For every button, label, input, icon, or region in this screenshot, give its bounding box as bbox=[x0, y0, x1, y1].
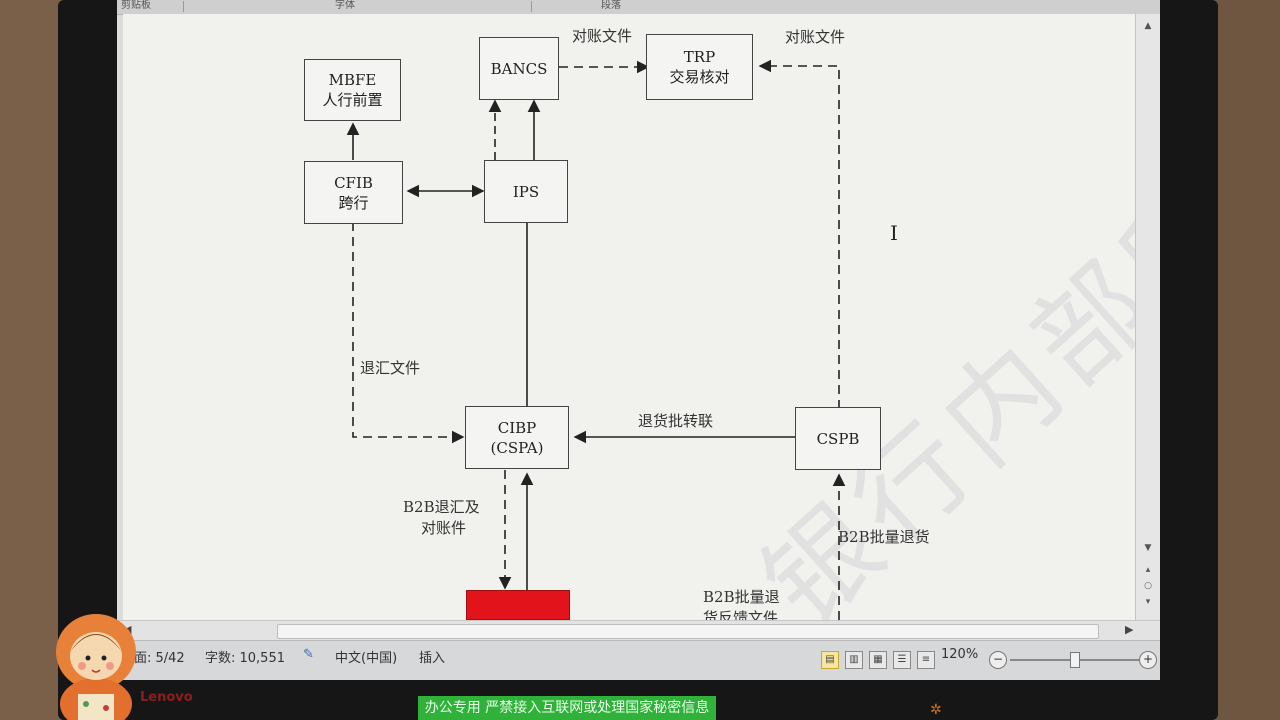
draft-view-icon[interactable]: ≡ bbox=[917, 651, 935, 669]
zoom-plus-icon[interactable]: + bbox=[1139, 651, 1157, 669]
vertical-scrollbar[interactable]: ▲ ▼ ▴ ○ ▾ bbox=[1135, 14, 1160, 620]
label-b2b-batch-feedback-2: 货反馈文件 bbox=[703, 609, 779, 620]
status-insert-mode[interactable]: 插入 bbox=[419, 651, 446, 666]
scroll-up-icon[interactable]: ▲ bbox=[1144, 21, 1152, 31]
web-layout-view-icon[interactable]: ▦ bbox=[869, 651, 887, 669]
background-wall-right bbox=[1210, 0, 1280, 720]
outline-view-icon[interactable]: ☰ bbox=[893, 651, 911, 669]
arrow-cfib-to-cibp bbox=[352, 222, 465, 444]
word-window: 剪贴板 字体 段落 银行内部所有 bbox=[117, 0, 1160, 680]
box-cibp-title: CIBP bbox=[497, 418, 537, 437]
monitor-brand-logo: Lenovo bbox=[140, 690, 193, 705]
box-cibp-subtitle: (CSPA) bbox=[490, 438, 544, 457]
next-page-icon[interactable]: ▾ bbox=[1145, 597, 1151, 607]
horizontal-scroll-thumb[interactable] bbox=[277, 624, 1099, 639]
status-bar: 页面: 5/42 字数: 10,551 ✎ 中文(中国) 插入 ▤ ▥ ▦ ☰ … bbox=[117, 640, 1160, 680]
box-cfib[interactable]: CFIB 跨行 bbox=[304, 161, 403, 224]
full-screen-view-icon[interactable]: ▥ bbox=[845, 651, 863, 669]
ribbon-separator bbox=[531, 1, 532, 12]
power-button-icon[interactable]: ✲ bbox=[930, 702, 942, 718]
zoom-level[interactable]: 120% bbox=[941, 647, 979, 662]
box-mbfe[interactable]: MBFE 人行前置 bbox=[304, 59, 401, 121]
prev-page-icon[interactable]: ▴ bbox=[1145, 565, 1151, 575]
ribbon-paragraph-label: 段落 bbox=[601, 0, 621, 11]
label-reconcile-right: 对账文件 bbox=[785, 28, 846, 46]
status-page[interactable]: 页面: 5/42 bbox=[121, 651, 185, 666]
ribbon-separator bbox=[183, 1, 184, 12]
status-language[interactable]: 中文(中国) bbox=[335, 651, 398, 666]
label-b2b-refund-recon-1: B2B退汇及 bbox=[403, 498, 480, 516]
print-layout-view-icon[interactable]: ▤ bbox=[821, 651, 839, 669]
horizontal-scrollbar[interactable]: ◀ ▶ bbox=[117, 620, 1160, 641]
background-wall-left bbox=[0, 0, 62, 720]
scroll-right-icon[interactable]: ▶ bbox=[1125, 623, 1134, 636]
spellcheck-icon[interactable]: ✎ bbox=[303, 647, 314, 662]
box-cfib-subtitle: 跨行 bbox=[338, 193, 369, 212]
ribbon-clipboard-label: 剪贴板 bbox=[121, 0, 151, 11]
label-b2b-batch-feedback-1: B2B批量退 bbox=[703, 588, 780, 606]
text-cursor-icon: I bbox=[890, 221, 898, 245]
flow-diagram-connectors bbox=[346, 59, 846, 620]
box-ips-title: IPS bbox=[512, 182, 540, 201]
security-warning-label: 办公专用 严禁接入互联网或处理国家秘密信息 bbox=[418, 696, 716, 720]
box-cibp[interactable]: CIBP (CSPA) bbox=[465, 406, 569, 469]
red-box-partial[interactable] bbox=[466, 590, 570, 620]
zoom-slider-thumb[interactable] bbox=[1070, 652, 1080, 668]
matryoshka-doll-decoration bbox=[56, 614, 136, 720]
ribbon-font-label: 字体 bbox=[335, 0, 355, 11]
box-mbfe-subtitle: 人行前置 bbox=[322, 91, 383, 109]
arrow-cspb-to-trp bbox=[758, 59, 840, 409]
scroll-down-icon[interactable]: ▼ bbox=[1144, 543, 1152, 553]
box-bancs[interactable]: BANCS bbox=[479, 37, 559, 100]
label-reconcile-left: 对账文件 bbox=[572, 27, 633, 45]
box-mbfe-title: MBFE bbox=[328, 71, 377, 89]
status-word-count[interactable]: 字数: 10,551 bbox=[205, 651, 285, 666]
box-ips[interactable]: IPS bbox=[484, 160, 568, 223]
zoom-minus-icon[interactable]: − bbox=[989, 651, 1007, 669]
box-trp-title: TRP bbox=[683, 48, 716, 66]
box-cspb-title: CSPB bbox=[816, 429, 860, 448]
label-b2b-refund-recon-2: 对账件 bbox=[421, 519, 467, 537]
label-return-transfer: 退货批转联 bbox=[638, 412, 714, 430]
label-b2b-batch-return: B2B批量退货 bbox=[838, 528, 930, 546]
browse-object-icon[interactable]: ○ bbox=[1144, 581, 1152, 591]
box-bancs-title: BANCS bbox=[490, 59, 548, 78]
box-trp[interactable]: TRP 交易核对 bbox=[646, 34, 753, 100]
ribbon-group-labels: 剪贴板 字体 段落 bbox=[117, 0, 1160, 15]
box-cspb[interactable]: CSPB bbox=[795, 407, 881, 470]
document-page[interactable]: 银行内部所有 bbox=[123, 14, 1160, 650]
label-refund-file: 退汇文件 bbox=[360, 359, 421, 377]
box-trp-subtitle: 交易核对 bbox=[669, 68, 730, 86]
box-cfib-title: CFIB bbox=[334, 173, 373, 192]
